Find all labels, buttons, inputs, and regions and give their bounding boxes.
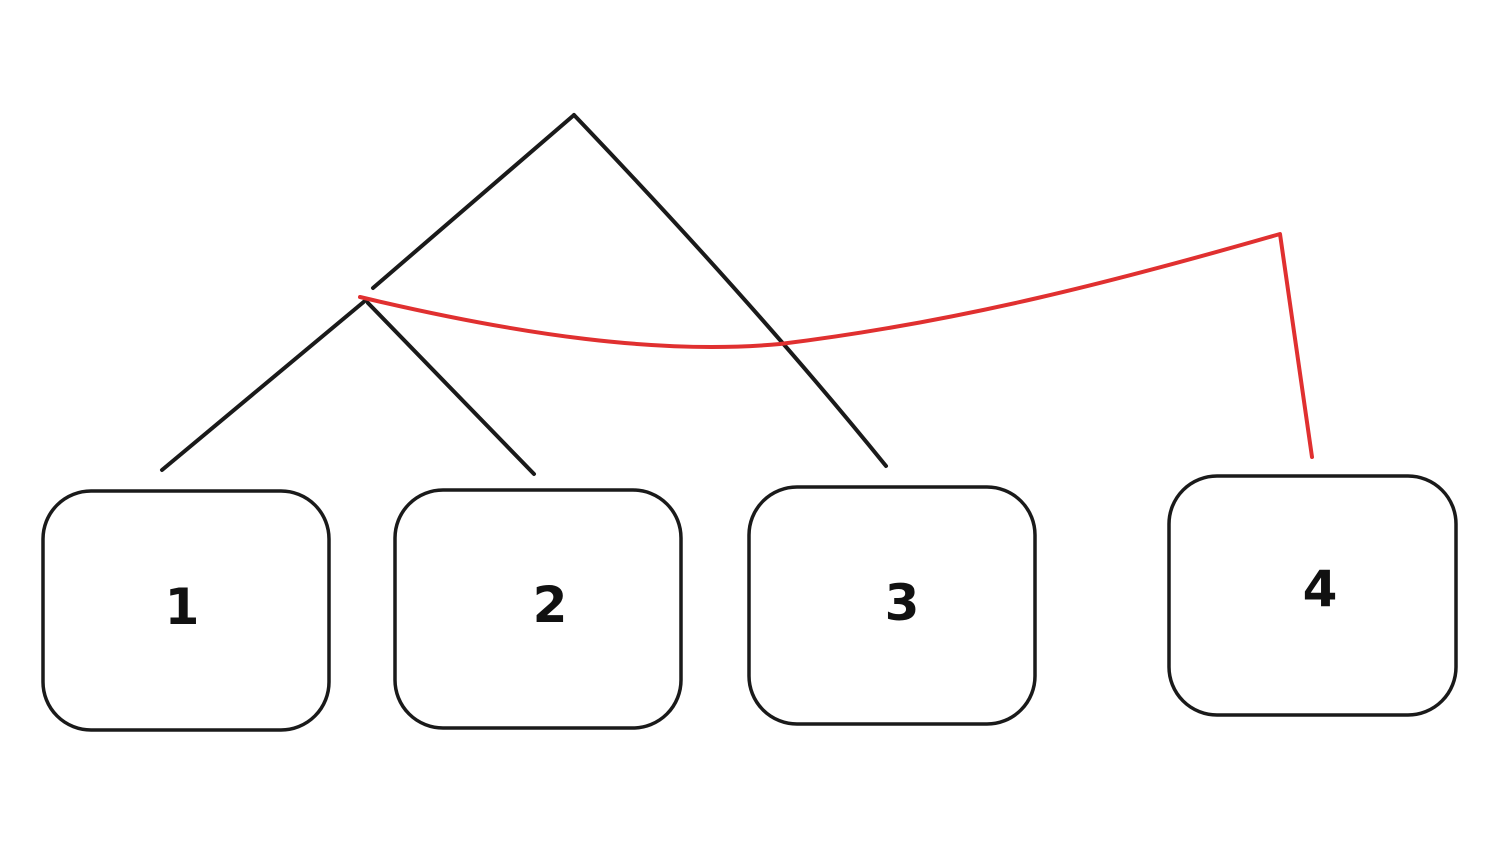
node-2-box (393, 488, 683, 730)
tree-edges (160, 113, 888, 476)
edge-root-to-inner (371, 113, 576, 290)
node-4-box (1167, 474, 1458, 717)
node-1-label: 1 (165, 578, 200, 636)
link-edges (358, 232, 1314, 459)
node-1-box (41, 489, 331, 732)
edge-inner-to-node-2 (366, 301, 536, 476)
edge-inner-to-node-4 (358, 232, 1314, 459)
node-3-label: 3 (885, 574, 920, 632)
node-4: 4 (1167, 474, 1458, 717)
node-2: 2 (393, 488, 683, 730)
node-2-label: 2 (533, 576, 568, 634)
node-3: 3 (747, 485, 1037, 726)
edge-root-to-node-3 (572, 113, 888, 468)
node-4-label: 4 (1303, 560, 1338, 618)
node-1: 1 (41, 489, 331, 732)
edge-inner-to-node-1 (160, 298, 368, 472)
node-3-box (747, 485, 1037, 726)
